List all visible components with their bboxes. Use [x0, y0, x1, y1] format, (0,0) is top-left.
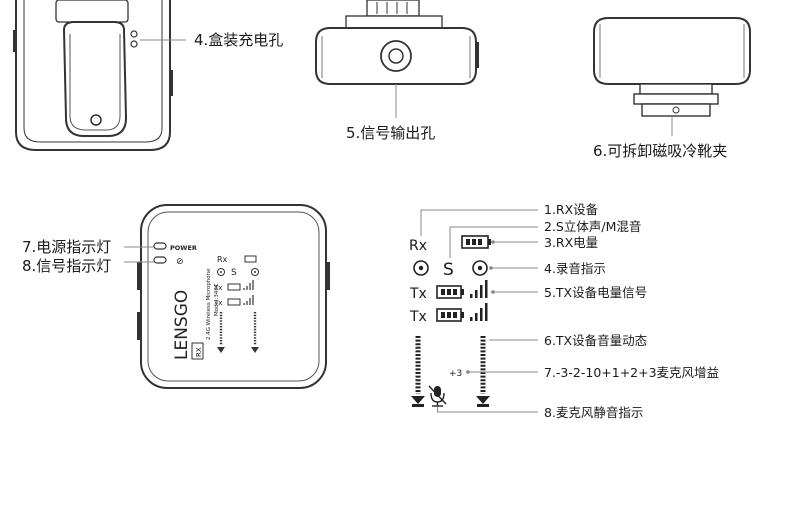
- device-model: Model:348C: [214, 283, 220, 316]
- label-cold-shoe: 6.可拆卸磁吸冷靴夹: [593, 142, 727, 160]
- device-back-view: [13, 0, 173, 151]
- mini-rx: Rx: [217, 255, 228, 264]
- label-tx-battery-signal: 5.TX设备电量信号: [544, 285, 647, 300]
- device-side-view-output: [315, 0, 479, 85]
- receiver-front-view: POWER ⊘ LENSGO RX 2.4G Wireless Micropho…: [137, 204, 330, 389]
- label-stereo-mix: 2.S立体声/M混音: [544, 219, 641, 234]
- display-enlarged: Rx S Tx Tx: [409, 235, 491, 407]
- mute-mic-icon: [428, 385, 447, 407]
- label-rec-indicator: 4.录音指示: [544, 261, 606, 276]
- label-rx-device: 1.RX设备: [544, 202, 599, 217]
- disp-tx2: Tx: [409, 309, 427, 325]
- label-mute-indicator: 8.麦克风静音指示: [544, 405, 643, 420]
- label-power-led: 7.电源指示灯: [22, 238, 111, 256]
- disp-tx1: Tx: [409, 286, 427, 302]
- device-subtitle: 2.4G Wireless Microphone: [206, 268, 212, 340]
- label-mic-gain: 7.-3-2-10+1+2+3麦克风增益: [544, 365, 719, 380]
- label-tx-volume: 6.TX设备音量动态: [544, 333, 647, 348]
- disp-gain: +3: [449, 369, 462, 379]
- disp-rx: Rx: [409, 238, 427, 254]
- label-charge-port: 4.盒装充电孔: [194, 31, 283, 49]
- brand-logo: LENSGO: [172, 290, 192, 360]
- mini-s: S: [231, 268, 237, 278]
- disp-s: S: [443, 260, 454, 280]
- mini-tx1: Tx: [213, 284, 222, 292]
- label-signal-out: 5.信号输出孔: [346, 124, 435, 142]
- power-text: POWER: [170, 244, 197, 252]
- device-side-view-shoe: [593, 17, 751, 117]
- label-rx-battery: 3.RX电量: [544, 235, 598, 250]
- mini-tx2: Tx: [213, 299, 222, 307]
- rx-badge: RX: [195, 347, 203, 357]
- signal-led-symbol: ⊘: [176, 257, 184, 267]
- display-leaders: [420, 209, 538, 413]
- label-signal-led: 8.信号指示灯: [22, 257, 111, 275]
